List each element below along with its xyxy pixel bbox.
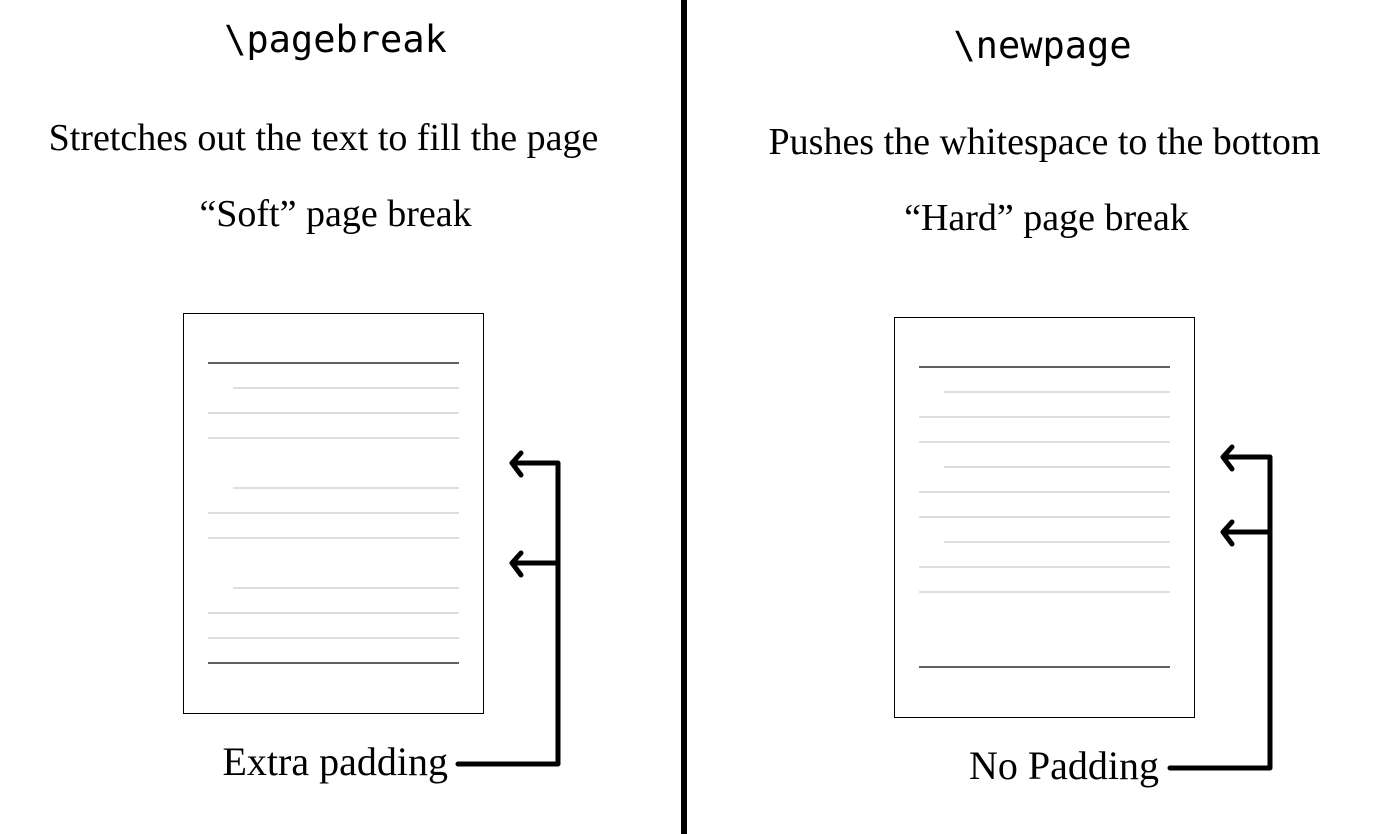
padding-arrows [455, 450, 561, 767]
arrowhead-lower-icon [509, 550, 524, 578]
pagebreak-description: Stretches out the text to fill the page [48, 117, 599, 159]
center-divider [681, 0, 687, 834]
padding-arrows [1167, 444, 1273, 771]
extra-padding-label: Extra padding [222, 739, 449, 784]
arrowhead-lower-icon [1220, 519, 1235, 547]
pagebreak-panel: \pagebreak Stretches out the text to fil… [0, 0, 683, 834]
newpage-break-type: “Hard” page break [904, 197, 1189, 239]
no-padding-label: No Padding [969, 743, 1159, 788]
newpage-panel: \newpage Pushes the whitespace to the bo… [687, 0, 1398, 834]
text-lines [208, 362, 459, 664]
arrowhead-upper-icon [509, 450, 524, 478]
pagebreak-title: \pagebreak [224, 18, 447, 61]
arrowhead-upper-icon [1220, 444, 1235, 472]
newpage-title: \newpage [953, 24, 1132, 67]
pagebreak-illustration [183, 313, 561, 767]
newpage-illustration [894, 317, 1273, 771]
text-lines [919, 366, 1170, 668]
pagebreak-break-type: “Soft” page break [199, 193, 472, 235]
newpage-description: Pushes the whitespace to the bottom [768, 121, 1321, 163]
